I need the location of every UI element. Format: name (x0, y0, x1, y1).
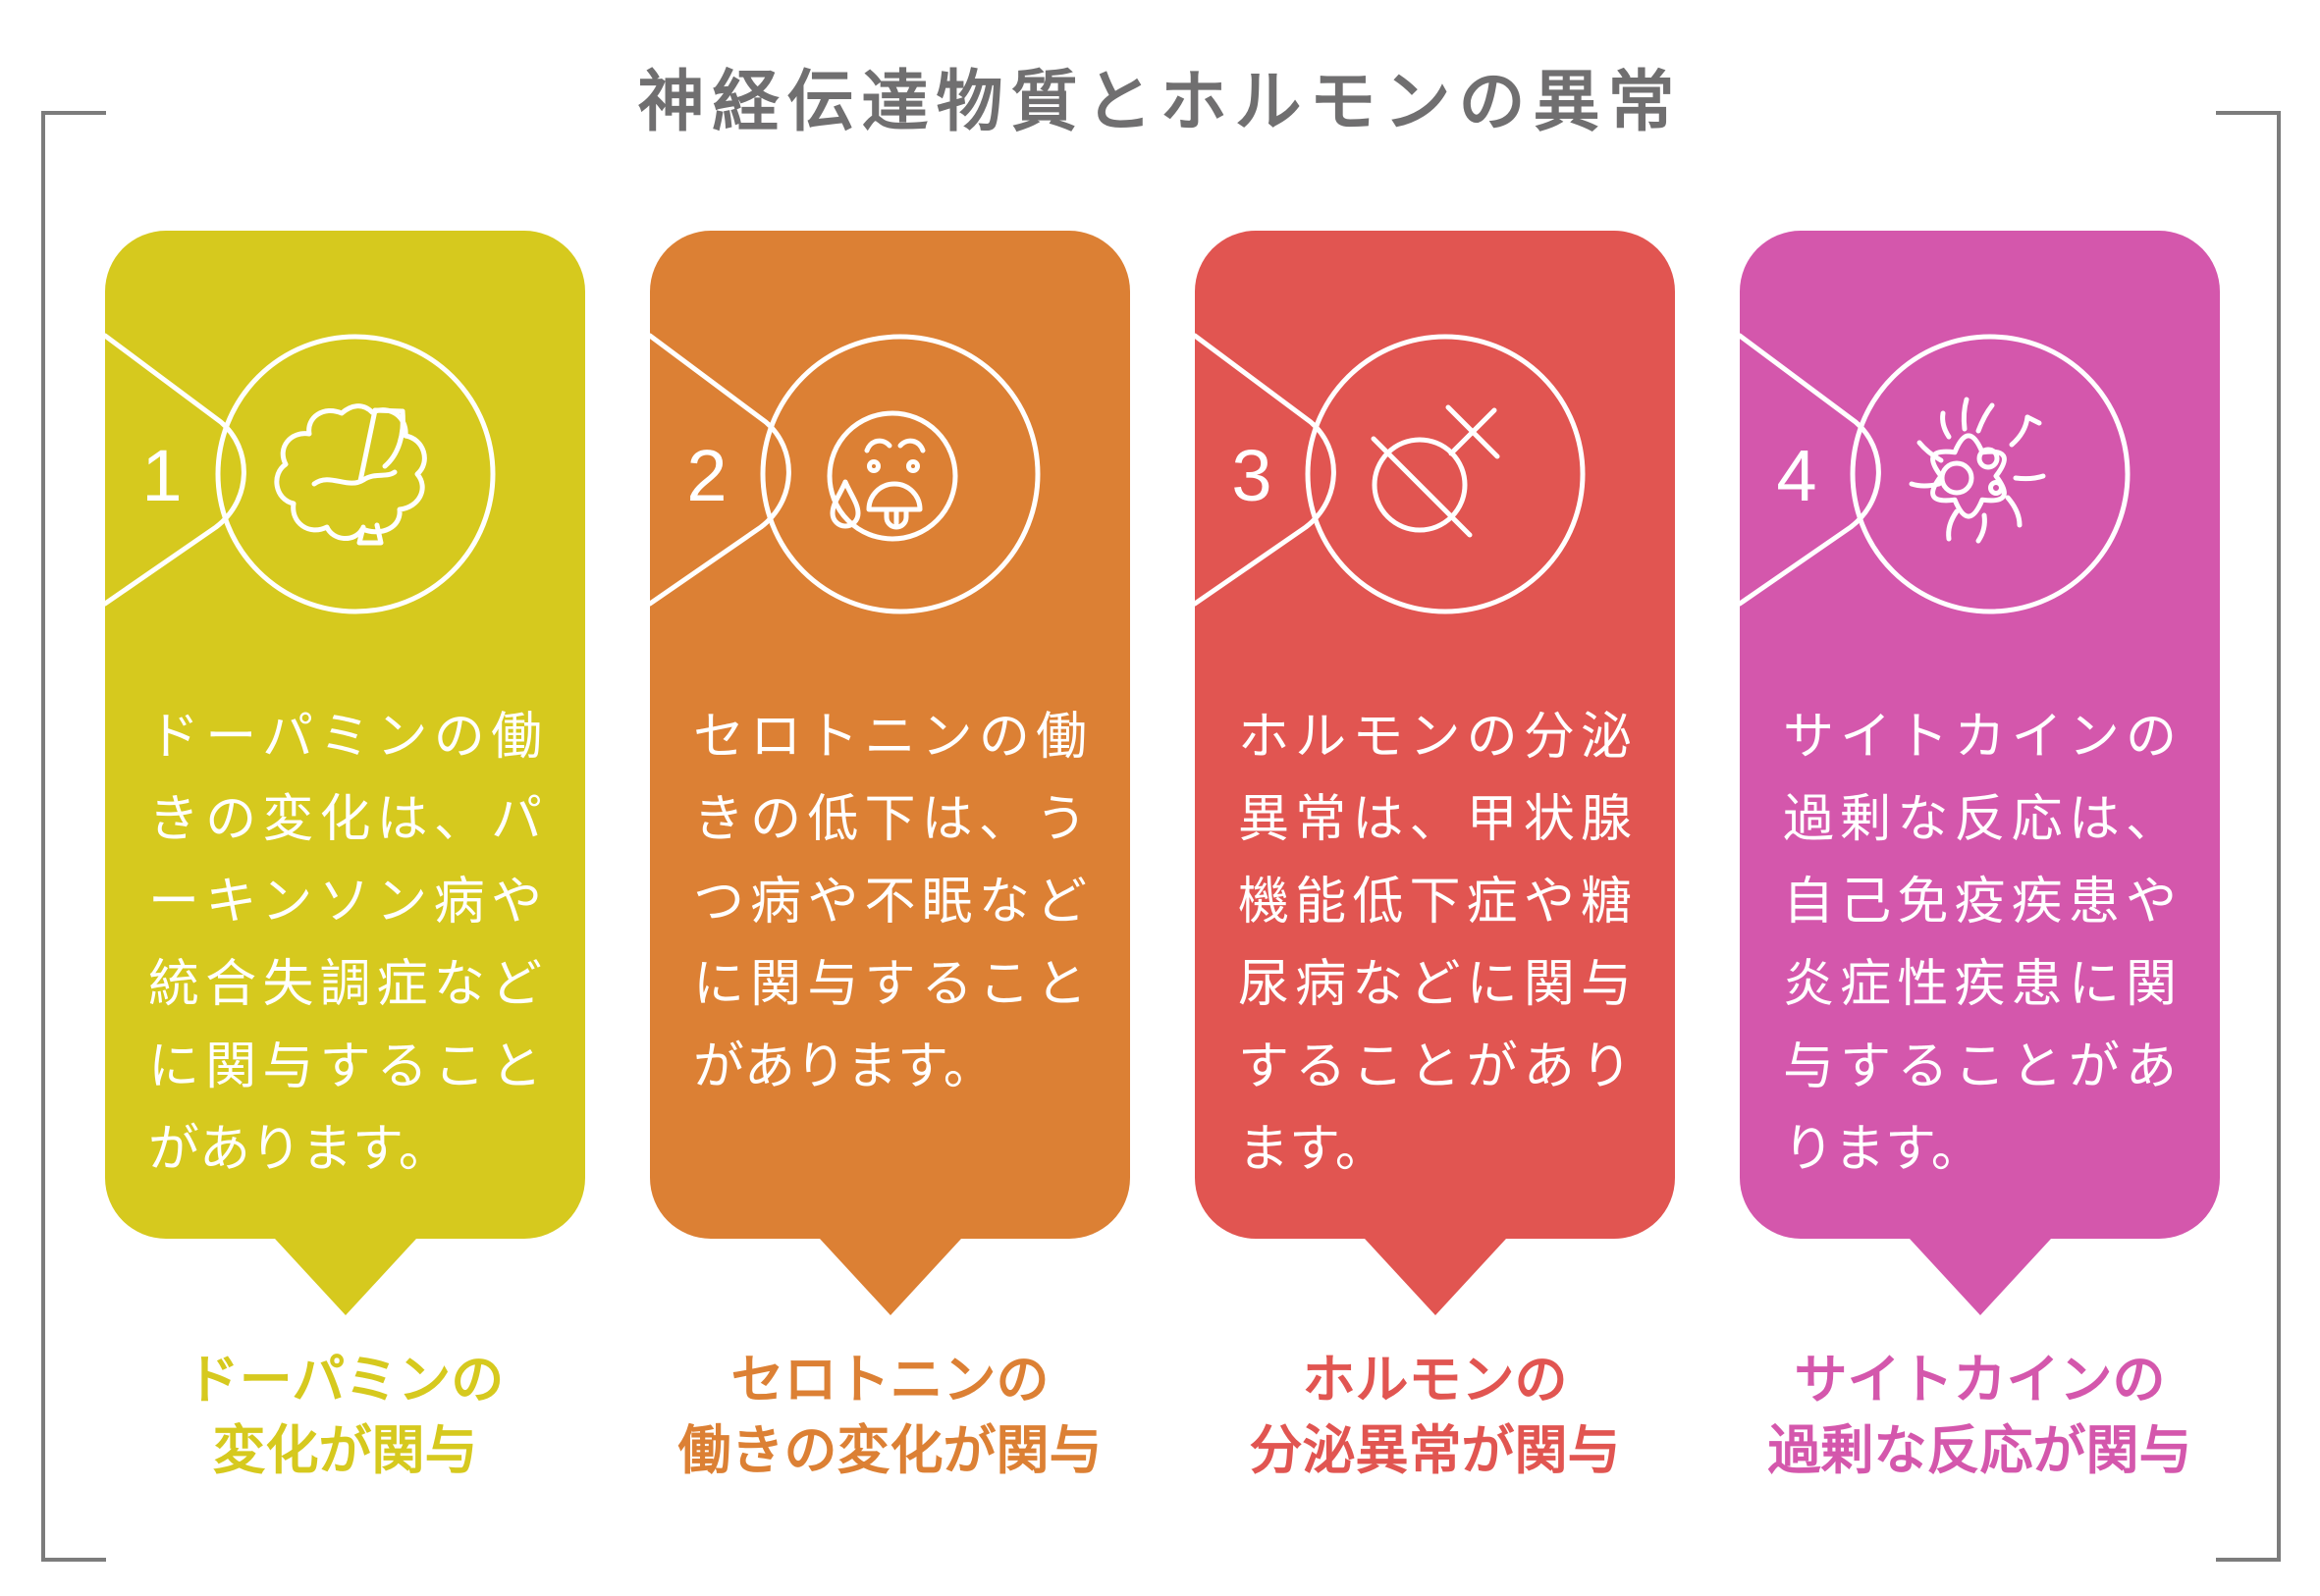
crossed-gland-icon (1371, 404, 1500, 538)
card-label-line1: ホルモンの (1302, 1351, 1568, 1410)
pointer-triangle (819, 1239, 961, 1315)
card-serotonin: 2 セロトニンの働きの低下は、うつ病や不眠などに関与することがあります。 セロト… (650, 231, 1130, 1486)
card-description: ドーパミンの働きの変化は、パーキンソン病や統合失調症などに関与することがあります… (148, 709, 542, 1178)
sweating-face-icon (827, 410, 958, 542)
card-header-art (650, 333, 1041, 614)
icon-ring (215, 334, 496, 614)
pointer-triangle (274, 1239, 416, 1315)
card-panel: 2 セロトニンの働きの低下は、うつ病や不眠などに関与することがあります。 (650, 231, 1130, 1239)
brain-icon (274, 403, 427, 546)
card-panel: 3 ホルモンの分泌異常は、甲状腺機能低下症や糖尿病などに関与することがあります。 (1195, 231, 1675, 1239)
step-number: 2 (686, 435, 728, 516)
card-header-art (105, 333, 496, 614)
card-header-art (1195, 333, 1586, 614)
page-title: 神経伝達物質とホルモンの異常 (637, 65, 1683, 139)
step-number: 1 (141, 435, 183, 516)
card-description: セロトニンの働きの低下は、うつ病や不眠などに関与することがあります。 (693, 709, 1087, 1095)
card-header-art (1740, 333, 2131, 614)
card-cytokine: 4 サイトカインの過剰な反応は、自己免疫疾患や炎症性疾患に関与することがあります… (1740, 231, 2220, 1486)
icon-ring (1850, 334, 2131, 614)
card-label-line1: サイトカインの (1794, 1351, 2166, 1410)
pointer-triangle (1364, 1239, 1506, 1315)
card-label-line2: 働きの変化が関与 (677, 1421, 1103, 1480)
card-label-line2: 分泌異常が関与 (1249, 1421, 1621, 1480)
icon-ring (760, 334, 1041, 614)
frame-bracket-left (41, 111, 106, 1562)
card-description: サイトカインの過剰な反応は、自己免疫疾患や炎症性疾患に関与することがあります。 (1783, 709, 2177, 1178)
pointer-triangle (1909, 1239, 2051, 1315)
card-label: ホルモンの 分泌異常が関与 (1195, 1345, 1675, 1486)
step-number: 4 (1776, 435, 1817, 516)
card-hormone: 3 ホルモンの分泌異常は、甲状腺機能低下症や糖尿病などに関与することがあります。… (1195, 231, 1675, 1486)
card-label-line2: 過剰な反応が関与 (1767, 1421, 2192, 1480)
card-label-line1: ドーパミンの (186, 1351, 505, 1410)
cytokine-cell-icon (1909, 397, 2046, 544)
card-dopamine: 1 ドーパミンの働きの変化は、パーキンソン病や統合失調症などに関与することがあり… (105, 231, 585, 1486)
icon-ring (1305, 334, 1586, 614)
card-description: ホルモンの分泌異常は、甲状腺機能低下症や糖尿病などに関与することがあります。 (1238, 709, 1632, 1178)
card-label-line1: セロトニンの (730, 1351, 1050, 1410)
card-label: セロトニンの 働きの変化が関与 (650, 1345, 1130, 1486)
card-panel: 1 ドーパミンの働きの変化は、パーキンソン病や統合失調症などに関与することがあり… (105, 231, 585, 1239)
card-label: サイトカインの 過剰な反応が関与 (1740, 1345, 2220, 1486)
card-panel: 4 サイトカインの過剰な反応は、自己免疫疾患や炎症性疾患に関与することがあります… (1740, 231, 2220, 1239)
frame-bracket-right (2216, 111, 2281, 1562)
step-number: 3 (1231, 435, 1272, 516)
card-label-line2: 変化が関与 (212, 1421, 478, 1480)
card-label: ドーパミンの 変化が関与 (105, 1345, 585, 1486)
